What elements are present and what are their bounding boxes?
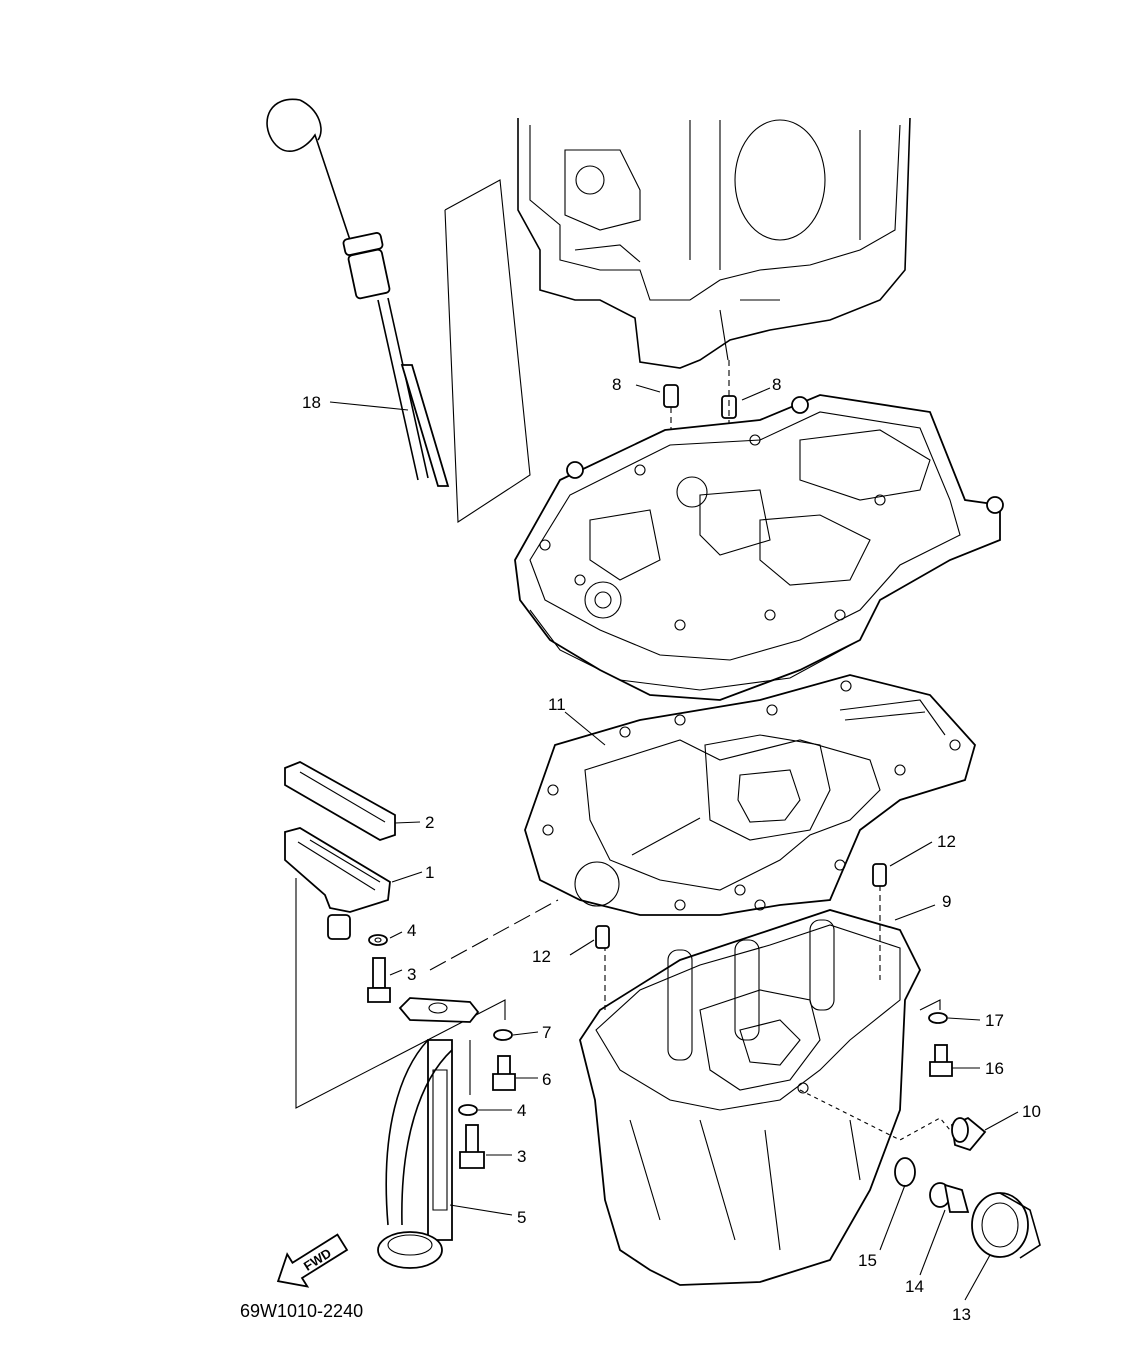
oil-pan <box>579 909 922 1286</box>
washer-17 <box>928 1012 948 1024</box>
callout-9: 9 <box>942 892 951 911</box>
washer-4-lower <box>458 1104 478 1116</box>
cover-plate <box>284 827 391 940</box>
callout-2: 2 <box>425 813 434 832</box>
oil-strainer <box>377 997 480 1269</box>
callout-13: 13 <box>952 1305 971 1324</box>
bolt-3-upper <box>367 957 391 1003</box>
bolt-16 <box>929 1044 953 1077</box>
callout-5: 5 <box>517 1208 526 1227</box>
gasket-15 <box>894 1157 916 1187</box>
callout-17: 17 <box>985 1011 1004 1030</box>
washer-7 <box>493 1029 513 1041</box>
callout-6: 6 <box>542 1070 551 1089</box>
dowel-pin-12-right <box>872 863 887 887</box>
drain-plug-14 <box>929 1182 970 1213</box>
fwd-direction-arrow: FWD <box>276 1233 349 1288</box>
callout-11: 11 <box>548 695 566 714</box>
plate-gasket <box>284 761 396 841</box>
plug-10 <box>951 1116 987 1152</box>
callout-7: 7 <box>542 1023 551 1042</box>
dowel-pin-8-left <box>663 384 679 408</box>
callout-4-upper: 4 <box>407 921 416 940</box>
callout-3-lower: 3 <box>517 1147 526 1166</box>
bolt-3-lower <box>459 1124 485 1169</box>
callout-8-left: 8 <box>612 375 621 394</box>
callout-15: 15 <box>858 1251 877 1270</box>
callout-16: 16 <box>985 1059 1004 1078</box>
engine-block <box>517 117 911 369</box>
gasket <box>524 674 977 916</box>
callout-1: 1 <box>425 863 434 882</box>
exhaust-guide <box>514 394 1004 701</box>
diagram-part-number: 69W1010-2240 <box>240 1301 363 1321</box>
callout-12-left: 12 <box>532 947 551 966</box>
dipstick <box>266 98 450 487</box>
callout-14: 14 <box>905 1277 924 1296</box>
cap-13 <box>971 1192 1041 1259</box>
callout-3-upper: 3 <box>407 965 416 984</box>
callout-18: 18 <box>302 393 321 412</box>
callout-8-right: 8 <box>772 375 781 394</box>
dowel-pin-12-left <box>595 925 610 949</box>
callout-12-right: 12 <box>937 832 956 851</box>
washer-4-upper <box>368 934 388 946</box>
bolt-6 <box>492 1055 516 1091</box>
callout-4-lower: 4 <box>517 1101 526 1120</box>
callout-10: 10 <box>1022 1102 1041 1121</box>
dipstick-assembly-line <box>444 179 531 523</box>
